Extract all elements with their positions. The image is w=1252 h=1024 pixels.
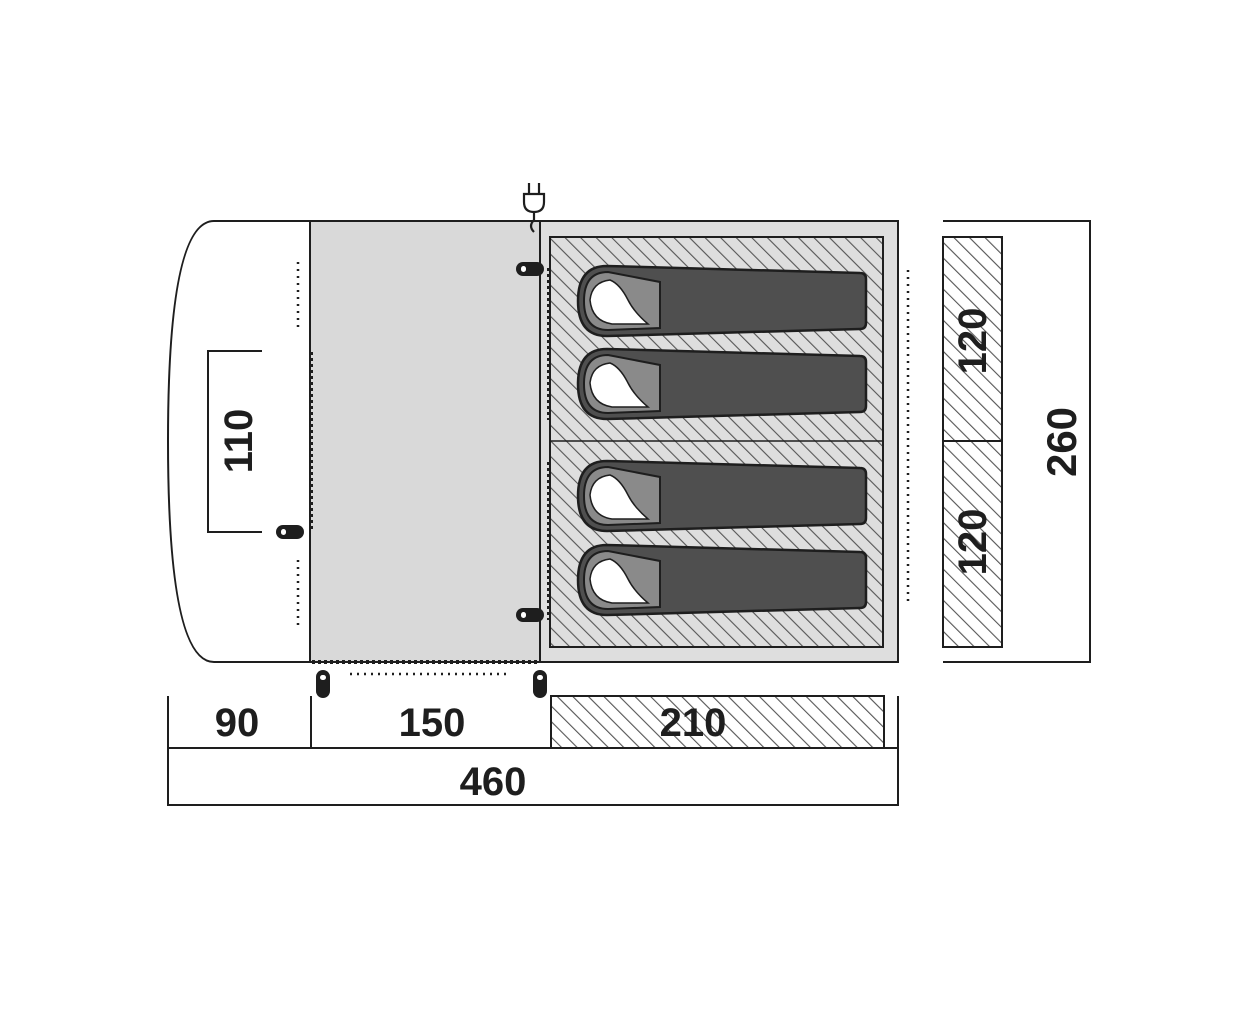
- tent-peg-icon: [533, 670, 547, 698]
- tent-peg-icon: [516, 608, 544, 622]
- door-width-label: 110: [217, 409, 261, 474]
- door-bracket: [207, 350, 262, 533]
- power-plug-icon: [522, 183, 546, 233]
- porch-depth-label: 90: [215, 701, 260, 745]
- tent-peg-icon: [516, 262, 544, 276]
- bedroom-depth-label: 210: [660, 701, 727, 745]
- zipper-lines: [296, 262, 910, 676]
- sleeping-bag-icon: [576, 543, 868, 617]
- sleeping-bag-icon: [576, 264, 868, 338]
- bottom-dimension-lines: [167, 696, 899, 806]
- living-depth-label: 150: [399, 701, 466, 745]
- side-bedroom-box-1: [942, 236, 1003, 442]
- tent-peg-icon: [316, 670, 330, 698]
- living-area: [309, 220, 551, 663]
- bedroom-width-label-2: 120: [951, 509, 995, 576]
- sleeping-bag-icon: [576, 347, 868, 421]
- side-bedroom-box-2: [942, 440, 1003, 648]
- total-width-bracket: [943, 220, 1091, 663]
- total-length-label: 460: [460, 760, 527, 804]
- sleeping-bag-icon: [576, 459, 868, 533]
- porch-outline: [166, 220, 310, 663]
- total-width-label: 260: [1038, 407, 1085, 477]
- tent-peg-icon: [276, 525, 304, 539]
- bedroom-width-label-1: 120: [951, 308, 995, 375]
